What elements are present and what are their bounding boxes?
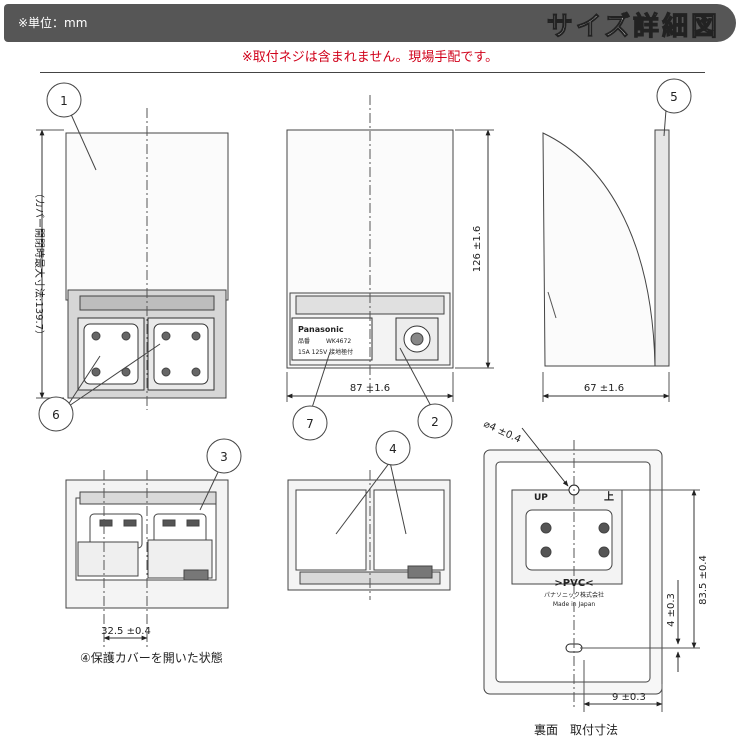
callout-4-label: 4 (389, 442, 397, 456)
side-view (542, 129, 670, 402)
callout-5: 5 (656, 78, 692, 114)
model-prefix: 品番 (298, 338, 310, 345)
callout-2-label: 2 (431, 415, 439, 429)
pvc-label: >PVC< (554, 578, 593, 589)
callout-6-label: 6 (52, 408, 60, 422)
depth-dim-label: 67 ±1.6 (584, 383, 624, 394)
up-left-label: UP (534, 493, 548, 503)
mount-pitch-label: 83.5 ±0.4 (698, 555, 709, 605)
callout-6: 6 (38, 396, 74, 432)
callout-1-label: 1 (60, 94, 68, 108)
width-dim-label: 87 ±1.6 (350, 383, 390, 394)
maker-label: パナソニック株式会社 (544, 591, 604, 599)
rear-view (483, 427, 700, 712)
cover-insert-view (287, 470, 451, 600)
callout-5-label: 5 (670, 90, 678, 104)
callout-7-label: 7 (306, 417, 314, 431)
brand-label: Panasonic (298, 325, 344, 334)
rear-caption: 裏面 取付寸法 (534, 722, 618, 737)
header-banner: ※単位：mm サイズ詳細図 (4, 4, 736, 43)
screw-note: ※取付ネジは含まれません。現場手配です。 (241, 50, 499, 65)
callout-1: 1 (46, 82, 82, 118)
open-cover-view (65, 470, 229, 650)
front-view-cover (36, 108, 229, 410)
hole-dia-label: ⌀4 ±0.4 (482, 419, 523, 446)
front-view-open (286, 95, 494, 402)
callout-leaders (65, 109, 667, 535)
callout-7: 7 (292, 405, 328, 441)
made-in-label: Made in Japan (553, 601, 596, 608)
slot-offset-label: 9 ±0.3 (612, 692, 646, 703)
height-dim-label: 126 ±1.6 (472, 226, 483, 273)
rating-label: 15A 125V 接地極付 (298, 348, 353, 356)
up-right-label: 上 (604, 490, 614, 503)
divider (40, 72, 705, 73)
open-state-caption: ④保護カバーを開いた状態 (80, 650, 223, 665)
outlet-pitch-label: 32.5 ±0.4 (101, 626, 151, 637)
max-open-dim-label: （カバー開閉時最大寸法:139.7） (33, 188, 46, 340)
callout-3: 3 (206, 438, 242, 474)
model-number: WK4672 (326, 338, 351, 345)
unit-label: ※単位：mm (18, 16, 88, 30)
callout-3-label: 3 (220, 450, 228, 464)
callout-4: 4 (375, 430, 411, 466)
callout-2: 2 (417, 403, 453, 439)
slot-length-label: 4 ±0.3 (666, 593, 677, 627)
page-title: サイズ詳細図 (546, 12, 720, 43)
